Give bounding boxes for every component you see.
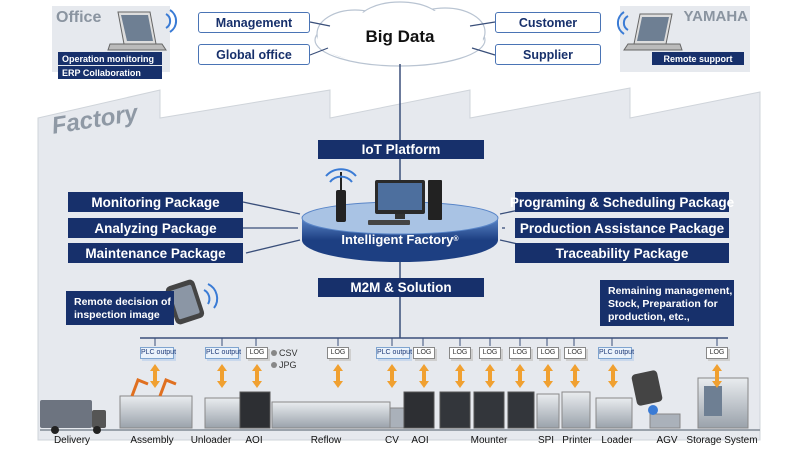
station-cv: CV [385, 435, 399, 446]
plc-output-tag: PLC output [376, 347, 412, 359]
remote-decision-note: Remote decision of inspection image [66, 291, 174, 325]
remaining-management-note: Remaining management, Stock, Preparation… [600, 280, 734, 326]
log-tag: LOG [706, 347, 728, 359]
remote-decision-line: Remote decision of [74, 296, 171, 308]
remote-support-label: Remote support [652, 52, 744, 65]
intelligent-factory-text: Intelligent Factory [341, 231, 454, 247]
stock-line: Stock, Preparation for [608, 298, 718, 310]
analyzing-package: Analyzing Package [68, 218, 243, 238]
production-assistance-package: Production Assistance Package [515, 218, 729, 238]
station-aoi-2: AOI [411, 435, 429, 446]
log-tag: LOG [449, 347, 471, 359]
station-printer: Printer [562, 435, 592, 446]
csv-dot [271, 350, 277, 356]
intelligent-factory-label: Intelligent Factory® [320, 229, 480, 249]
global-office-box: Global office [198, 44, 310, 65]
station-mounter: Mounter [470, 435, 508, 446]
production-line-machines [40, 370, 749, 434]
station-agv: AGV [656, 435, 678, 446]
yamaha-laptop-icon [617, 11, 683, 51]
jpg-dot [271, 362, 277, 368]
station-aoi: AOI [245, 435, 263, 446]
station-reflow: Reflow [310, 435, 342, 446]
log-tag: LOG [413, 347, 435, 359]
customer-box: Customer [495, 12, 601, 33]
remaining-management-line: Remaining management, [608, 285, 733, 297]
csv-legend: CSV [271, 348, 298, 358]
office-title: Office [56, 9, 102, 26]
log-tag: LOG [564, 347, 586, 359]
iot-platform-box: IoT Platform [318, 140, 484, 159]
plc-output-tag: PLC output [140, 347, 176, 359]
management-box: Management [198, 12, 310, 33]
station-storage-system: Storage System [686, 435, 758, 446]
log-tag: LOG [479, 347, 501, 359]
operation-monitoring-label: Operation monitoring [58, 52, 162, 65]
station-spi: SPI [537, 435, 555, 446]
monitoring-package: Monitoring Package [68, 192, 243, 212]
jpg-legend: JPG [271, 360, 297, 370]
programing-scheduling-package: Programing & Scheduling Package [510, 192, 734, 212]
inspection-image-line: inspection image [74, 309, 160, 321]
tablet-icon [165, 279, 219, 325]
computer-icon [368, 180, 442, 225]
log-tag: LOG [509, 347, 531, 359]
station-loader: Loader [601, 435, 633, 446]
m2m-solution-box: M2M & Solution [318, 278, 484, 297]
traceability-package: Traceability Package [515, 243, 729, 263]
jpg-label: JPG [279, 360, 297, 370]
cloud-title: Big Data [365, 27, 435, 46]
station-delivery: Delivery [53, 435, 91, 446]
plc-output-tag: PLC output [598, 347, 634, 359]
supplier-box: Supplier [495, 44, 601, 65]
station-assembly: Assembly [130, 435, 174, 446]
yamaha-title: YAMAHA [683, 7, 748, 25]
station-unloader: Unloader [190, 435, 232, 446]
maintenance-package: Maintenance Package [68, 243, 243, 263]
registered-mark: ® [453, 235, 459, 243]
router-icon [325, 168, 357, 222]
log-tag: LOG [327, 347, 349, 359]
office-laptop-icon [107, 9, 177, 51]
production-line: production, etc., [608, 311, 690, 323]
cloud-connectors [309, 21, 496, 56]
log-tag: LOG [537, 347, 559, 359]
csv-label: CSV [279, 348, 298, 358]
plc-output-tag: PLC output [205, 347, 241, 359]
erp-collaboration-label: ERP Collaboration [58, 66, 162, 79]
bus-drops [154, 338, 718, 346]
log-tag: LOG [246, 347, 268, 359]
